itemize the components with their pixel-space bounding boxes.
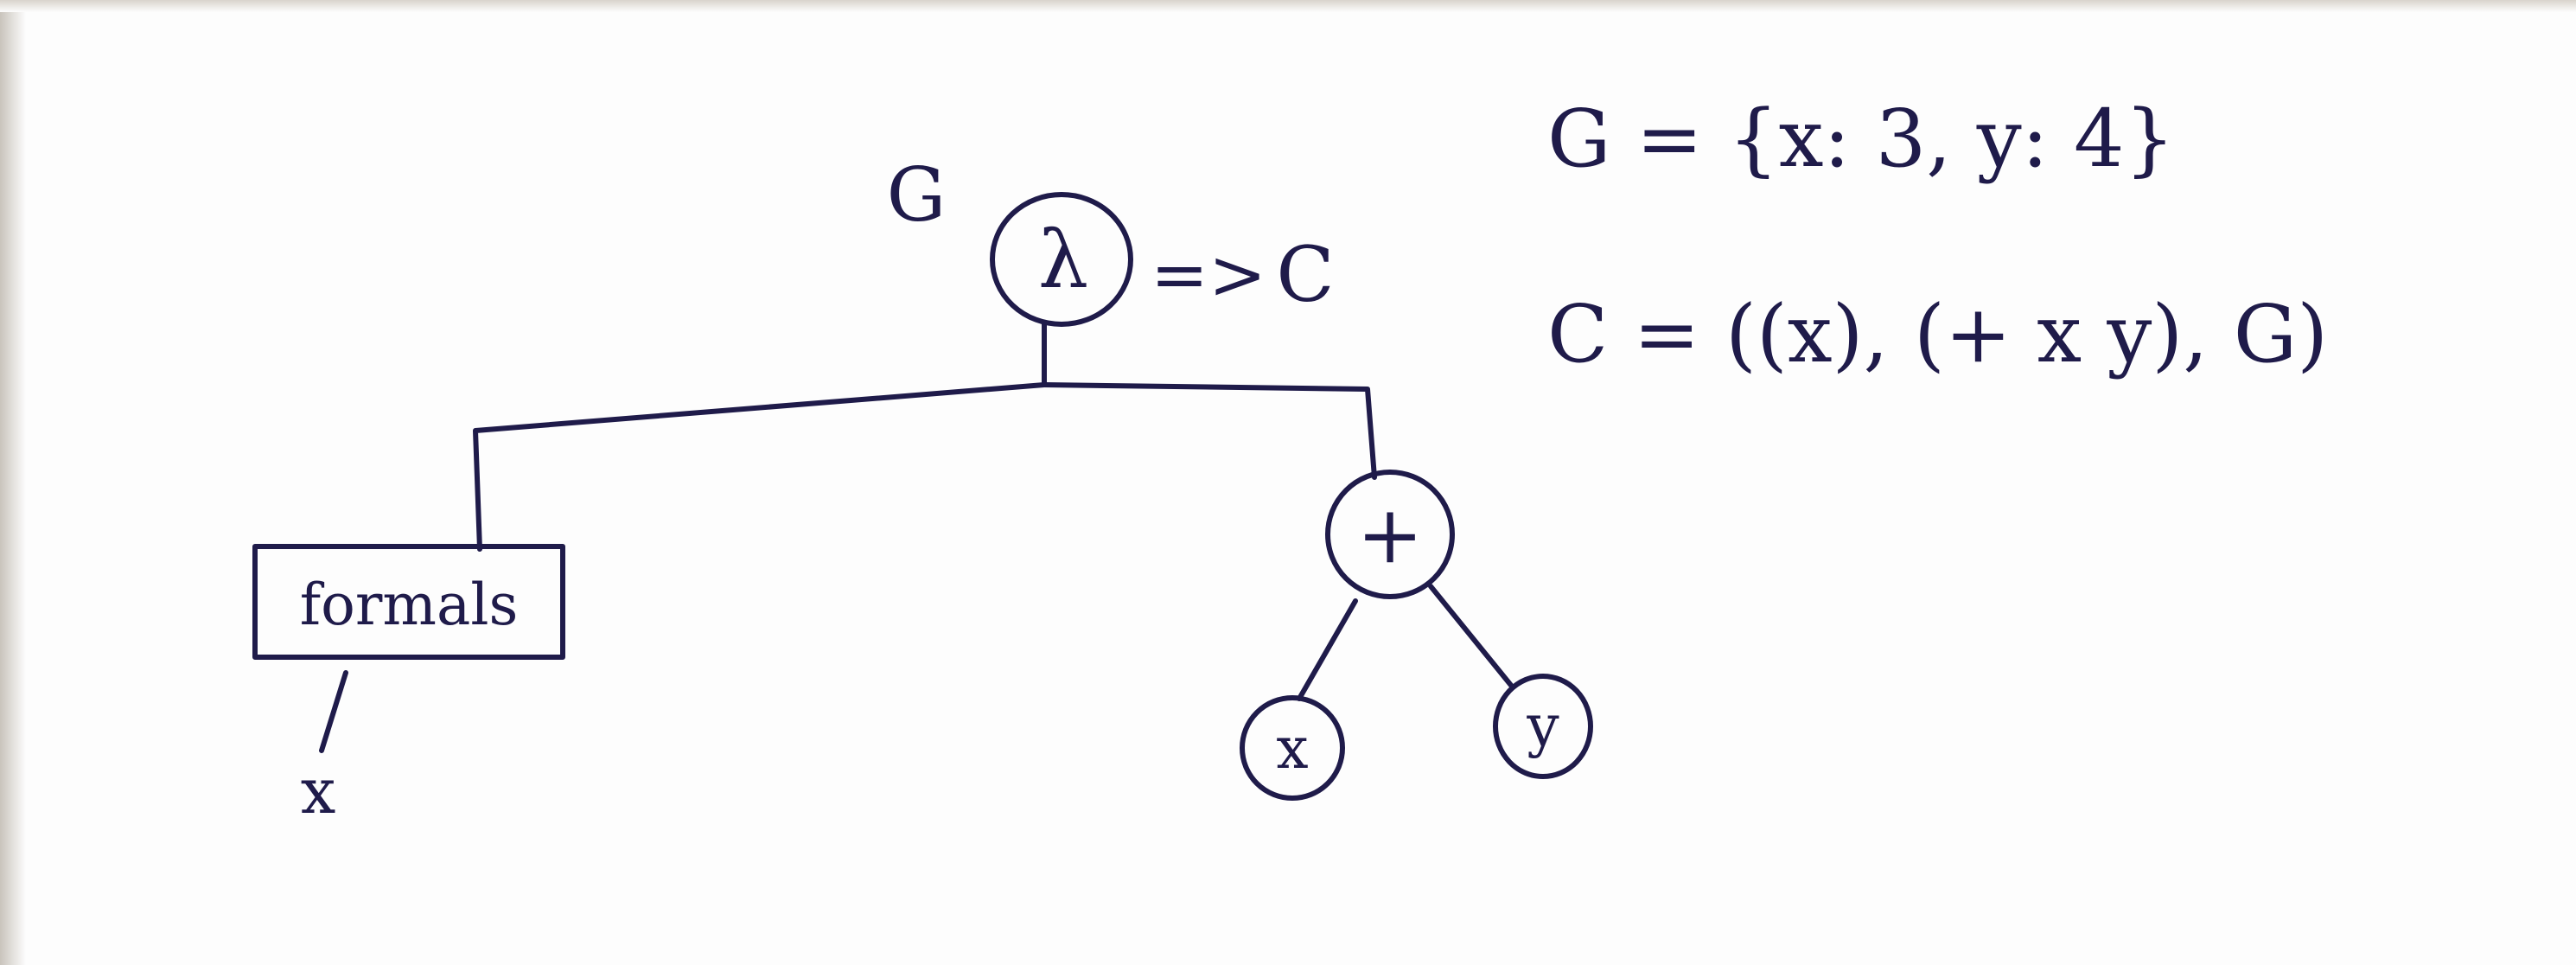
edge-plus-to-y (1428, 584, 1515, 690)
paper-edge-left (0, 0, 26, 965)
lambda-symbol: λ (1038, 214, 1088, 306)
x-leaf-label: x (1276, 715, 1308, 782)
edge-root-right-branch (1042, 382, 1377, 480)
result-arrow: => (1151, 234, 1266, 315)
formal-param-x: x (301, 755, 336, 828)
x-leaf-node (1240, 695, 1345, 801)
env-definition: G = {x: 3, y: 4} (1547, 93, 2175, 185)
result-label: C (1276, 230, 1334, 319)
formals-box (252, 544, 565, 660)
edge-root-left-branch (473, 382, 1047, 552)
formals-label: formals (300, 572, 519, 638)
plus-node (1325, 470, 1455, 599)
plus-symbol: + (1356, 489, 1423, 581)
lambda-node (990, 192, 1133, 327)
paper-edge-top (0, 0, 2576, 12)
edge-formals-to-x (319, 670, 348, 753)
edge-plus-to-x (1297, 598, 1358, 701)
y-leaf-label: y (1526, 693, 1559, 759)
y-leaf-node (1493, 674, 1593, 779)
closure-definition: C = ((x), (+ x y), G) (1547, 288, 2328, 380)
root-env-label: G (887, 152, 947, 239)
